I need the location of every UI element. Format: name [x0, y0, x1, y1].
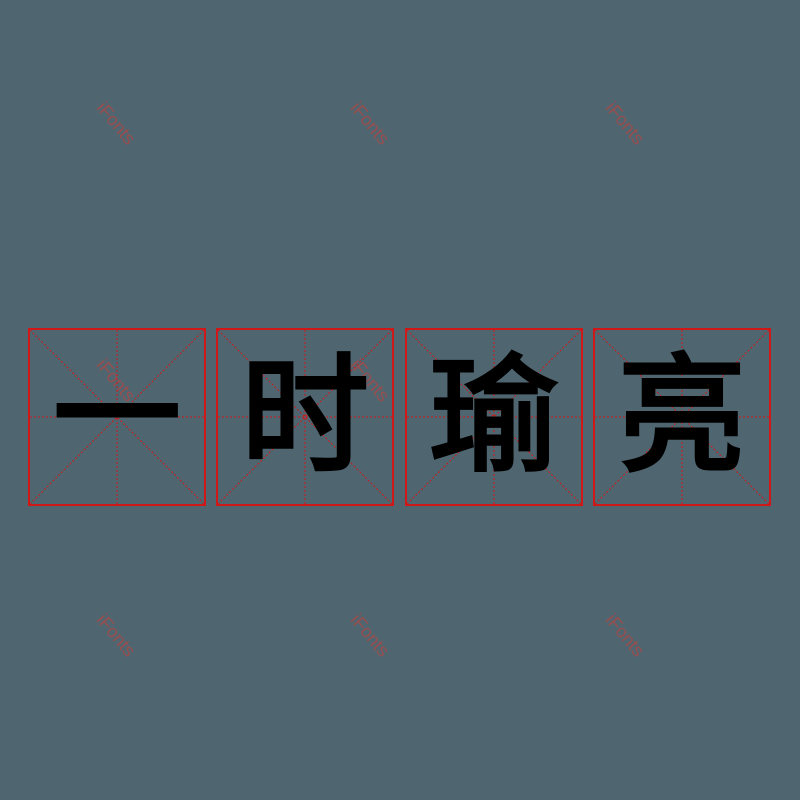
character-grid-box-2: 时	[216, 328, 394, 506]
character-grid-box-1: 一	[28, 328, 206, 506]
watermark: iFonts	[601, 610, 649, 661]
watermark: iFonts	[346, 98, 394, 149]
character-grid-box-3: 瑜	[405, 328, 583, 506]
character-glyph: 一	[52, 342, 181, 491]
mi-grid-lines	[595, 330, 769, 504]
mi-grid-lines	[30, 330, 204, 504]
character-glyph: 亮	[617, 342, 746, 491]
character-grid-box-4: 亮	[593, 328, 771, 506]
mi-grid-lines	[218, 330, 392, 504]
mi-grid-lines	[407, 330, 581, 504]
character-glyph: 时	[240, 342, 369, 491]
watermark: iFonts	[92, 98, 140, 149]
watermark: iFonts	[601, 98, 649, 149]
watermark: iFonts	[92, 610, 140, 661]
watermark: iFonts	[346, 610, 394, 661]
character-glyph: 瑜	[429, 342, 558, 491]
